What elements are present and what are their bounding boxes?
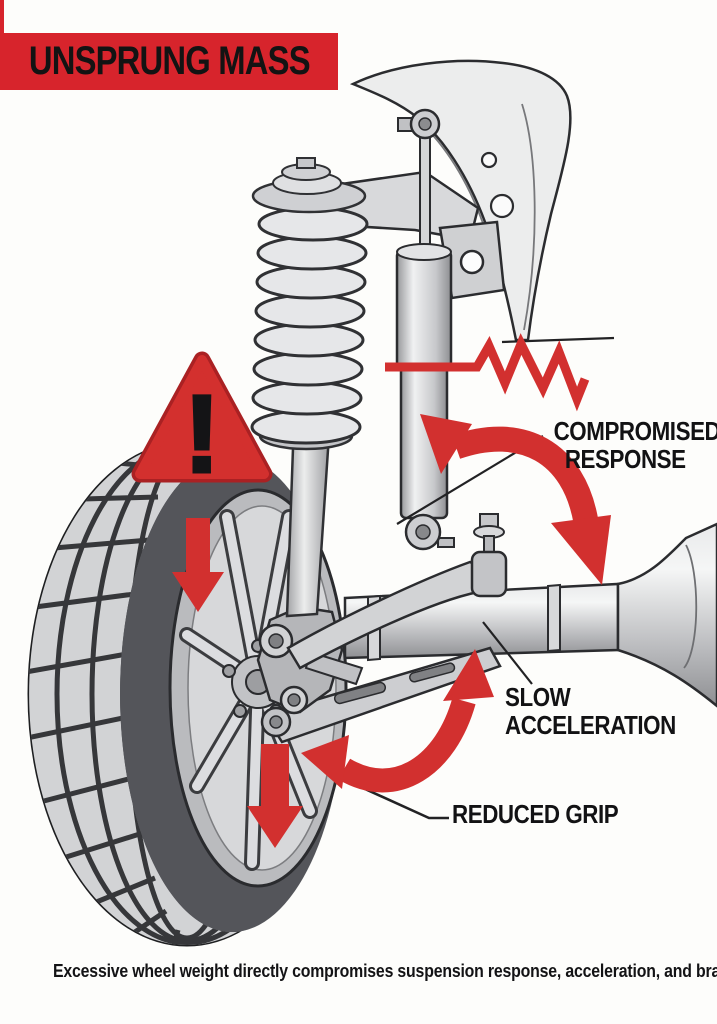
- leader-line-slow: [482, 621, 533, 685]
- slow-line2: ACCELERATION: [505, 709, 676, 740]
- compromised-line2: RESPONSE: [564, 443, 686, 474]
- leader-line-reduced: [342, 777, 449, 820]
- label-reduced-grip: REDUCED GRIP: [452, 799, 619, 829]
- top-edge-accent: [0, 0, 4, 34]
- shock-absorber: [395, 108, 455, 551]
- label-slow-acceleration: SLOW ACCELERATION: [505, 682, 705, 740]
- coil-spring-strut: [250, 157, 369, 618]
- strut-top-mount: [251, 157, 367, 214]
- slow-line1: SLOW: [505, 682, 571, 712]
- down-arrows: [172, 518, 303, 848]
- lower-control-arm: [260, 646, 502, 744]
- curved-arrow-compromised-response: [420, 414, 611, 585]
- down-arrow-icon-upper: [172, 518, 224, 612]
- warning-exclamation-glyph: !: [184, 373, 221, 496]
- page-title: UNSPRUNG MASS: [28, 39, 311, 83]
- curved-arrow-grip-acceleration: [301, 649, 494, 793]
- down-arrow-icon-lower: [247, 744, 303, 848]
- label-compromised-response: COMPROMISED RESPONSE: [540, 417, 717, 474]
- warning-triangle-icon: !: [131, 351, 273, 498]
- zigzag-shock-icon: [385, 333, 590, 412]
- footer-caption: Excessive wheel weight directly compromi…: [53, 961, 717, 981]
- upper-control-arm: [286, 513, 508, 670]
- compromised-line1: COMPROMISED: [553, 416, 717, 446]
- title-banner: UNSPRUNG MASS: [0, 33, 338, 90]
- fender-panel: [349, 59, 572, 342]
